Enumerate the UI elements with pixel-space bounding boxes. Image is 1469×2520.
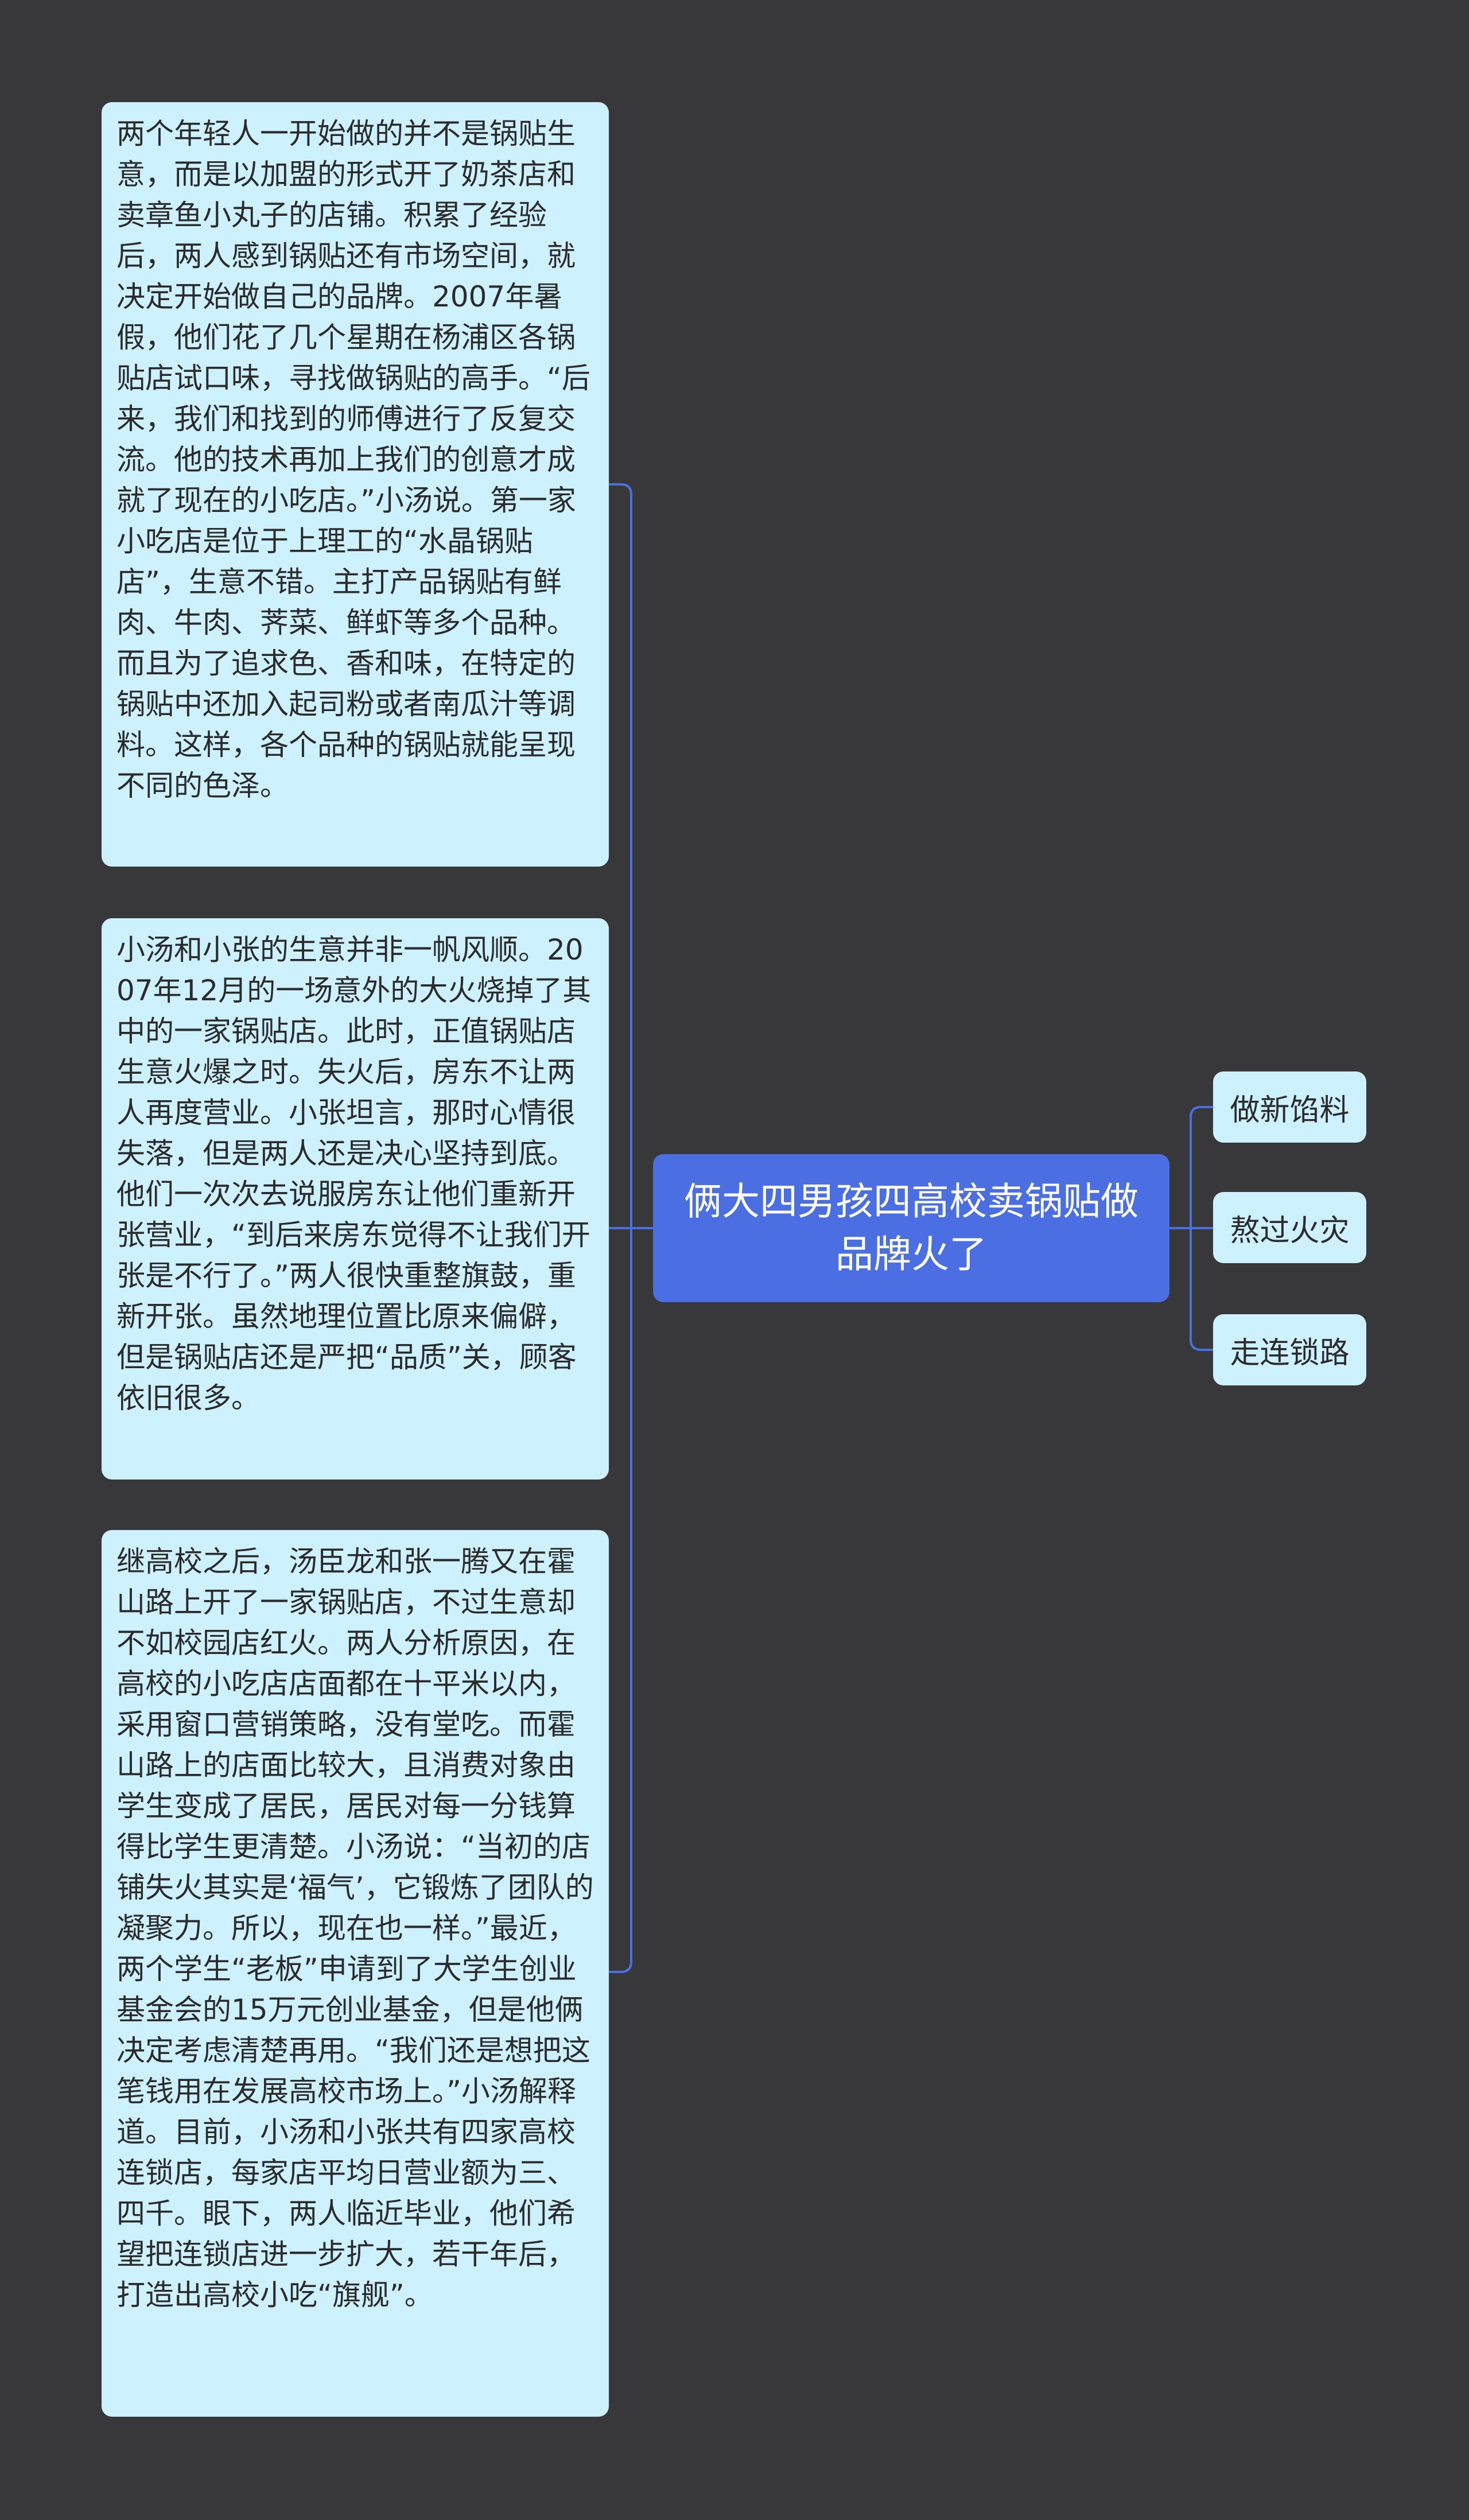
branch-node-new-filling[interactable]: 做新馅料 (1213, 1071, 1366, 1143)
detail-card-chain: 继高校之后，汤臣龙和张一腾又在霍山路上开了一家锅贴店，不过生意却不如校园店红火。… (102, 1530, 609, 2417)
detail-card-text: 两个年轻人一开始做的并不是锅贴生意，而是以加盟的形式开了奶茶店和卖章鱼小丸子的店… (116, 117, 590, 802)
central-topic-node[interactable]: 俩大四男孩四高校卖锅贴做品牌火了 (653, 1154, 1169, 1302)
branch-node-label: 熬过火灾 (1230, 1213, 1350, 1248)
branch-node-chain-path[interactable]: 走连锁路 (1213, 1314, 1366, 1385)
detail-card-new-filling: 两个年轻人一开始做的并不是锅贴生意，而是以加盟的形式开了奶茶店和卖章鱼小丸子的店… (102, 102, 609, 867)
branch-node-label: 做新馅料 (1230, 1093, 1350, 1128)
detail-card-text: 继高校之后，汤臣龙和张一腾又在霍山路上开了一家锅贴店，不过生意却不如校园店红火。… (116, 1545, 594, 2312)
detail-card-text: 小汤和小张的生意并非一帆风顺。2007年12月的一场意外的大火烧掉了其中的一家锅… (116, 933, 592, 1415)
branch-node-survive-fire[interactable]: 熬过火灾 (1213, 1192, 1366, 1263)
branch-node-label: 走连锁路 (1230, 1335, 1350, 1370)
detail-card-fire: 小汤和小张的生意并非一帆风顺。2007年12月的一场意外的大火烧掉了其中的一家锅… (102, 918, 609, 1480)
central-topic-title: 俩大四男孩四高校卖锅贴做品牌火了 (684, 1179, 1138, 1276)
